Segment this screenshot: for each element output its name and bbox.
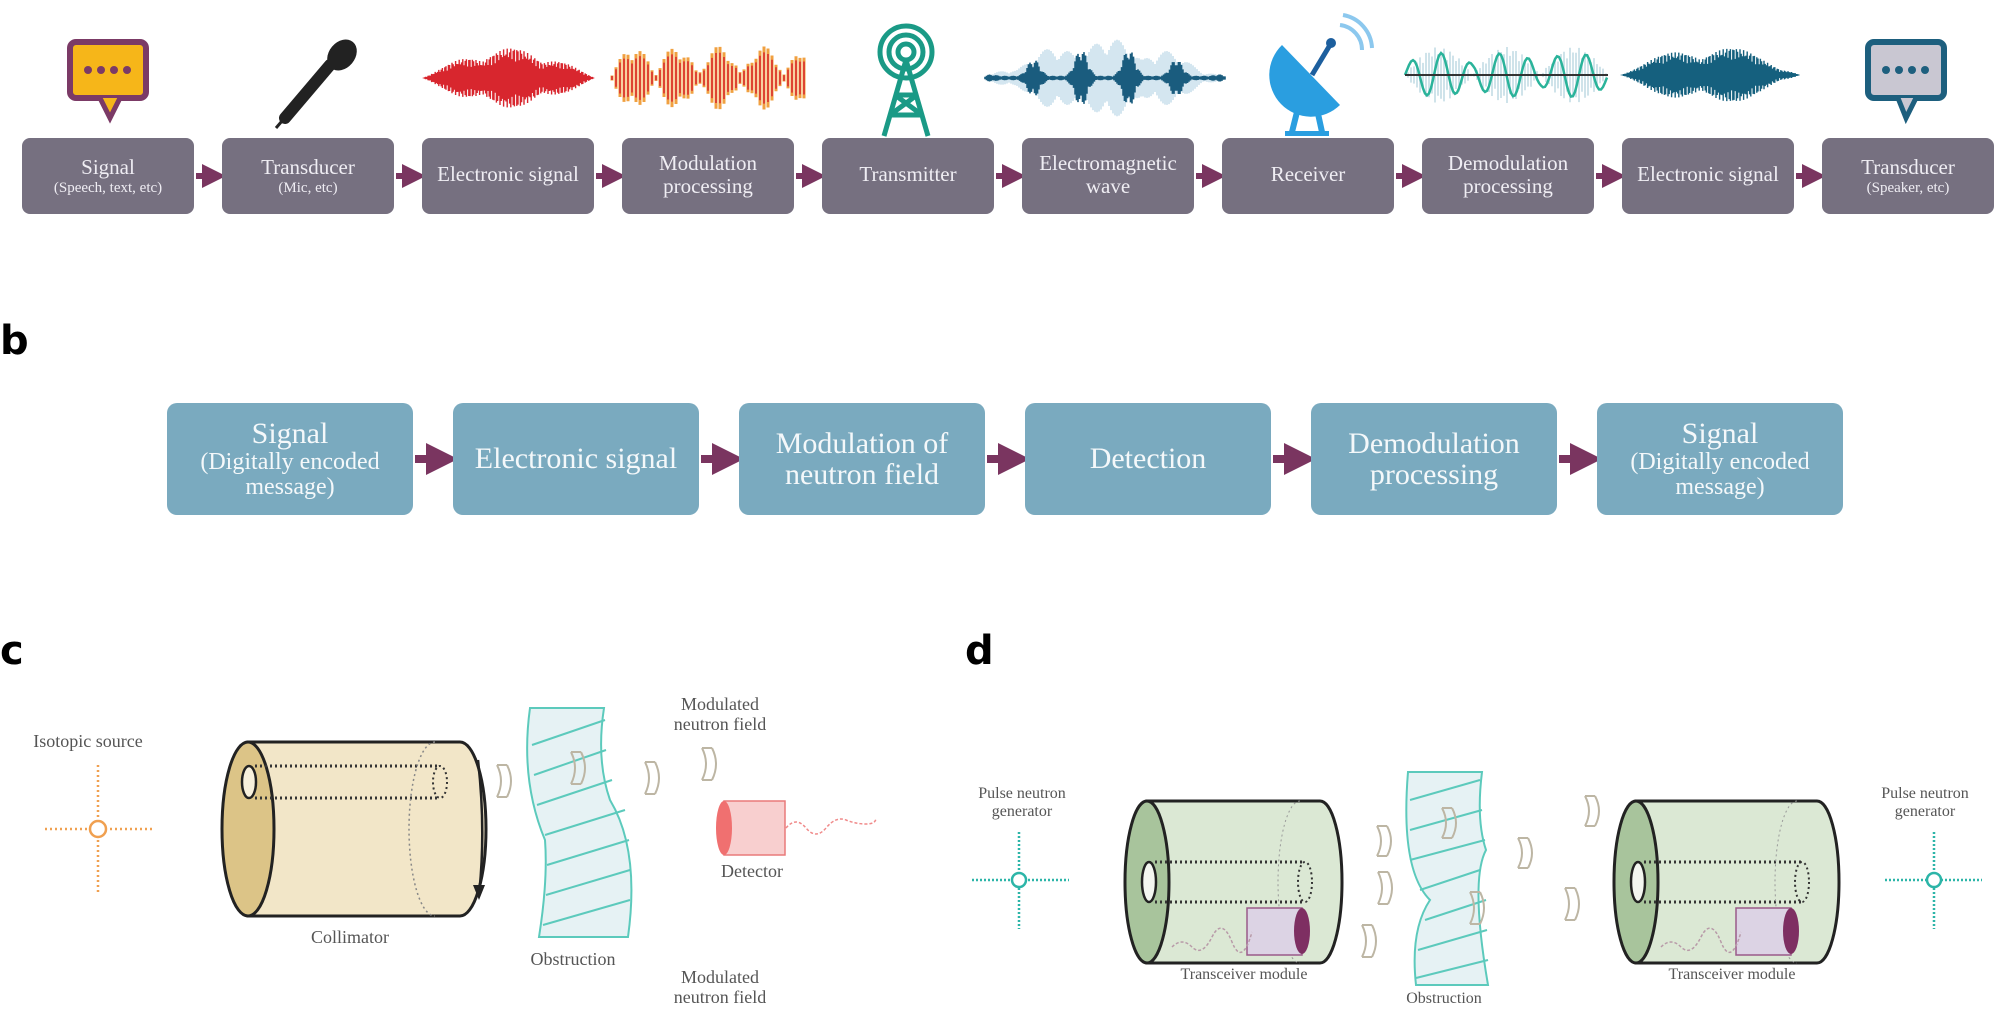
step-label: Electronic signal [1637,162,1779,187]
speech-bubble-icon [1865,39,1947,125]
neutron-pulse [1564,887,1580,921]
neutron-pulse [1376,825,1392,857]
speech-bubble-icon [67,39,149,124]
flow-step-box: Electronic signal [453,403,699,515]
electromagnetic-wave-icon [984,39,1226,117]
demodulated-waveform-icon [1403,47,1609,103]
transceiver-module-label-left: Transceiver module [1180,966,1308,983]
neutron-pulse [1441,807,1457,839]
waveform-trace [1620,48,1800,102]
flow-step-box: Receiver [1222,138,1394,214]
step-sublabel: (Digitally encoded message) [1630,448,1810,500]
flow-step-box: Signal(Digitally encoded message) [1597,403,1843,515]
transceiver-module-label-right: Transceiver module [1668,966,1796,983]
audio-waveform-icon [422,48,596,108]
neutron-pulse [1517,837,1533,869]
step-label: Signal [251,417,329,451]
satellite-dish-icon [1269,13,1374,136]
flow-step-box: Electronic signal [1622,138,1794,214]
step-label: Electromagnetic wave [1039,151,1177,198]
waveform-trace [422,48,596,108]
radio-tower-icon [877,23,935,137]
step-label: Electronic signal [437,162,579,187]
waveform-trace [611,52,805,104]
isotopic-source-icon [45,765,153,893]
step-label: Transmitter [859,162,957,187]
step-sublabel: (Speaker, etc) [1866,179,1950,196]
neutron-pulse [644,761,660,795]
pulse-generator-label-left: Pulse neutron generator [978,785,1066,820]
neutron-pulse [570,751,586,785]
waveform-trace [984,52,1226,104]
step-label: Modulation processing [659,151,757,198]
neutron-pulse [1584,795,1600,827]
modulated-field-label-bottom: Modulated neutron field [673,967,767,1007]
transceiver-module-icon [1612,799,1841,965]
step-sublabel: (Digitally encoded message) [200,448,380,500]
obstruction-icon [1405,771,1490,986]
detector-label: Detector [721,861,783,881]
flow-step-box: Electronic signal [422,138,594,214]
flow-step-box: Signal(Speech, text, etc) [22,138,194,214]
obstruction-icon [526,707,633,938]
pulse-neutron-generator-icon [972,832,1069,929]
flow-step-box: Modulation processing [622,138,794,214]
collimator-icon [220,740,488,918]
flow-step-box: Transmitter [822,138,994,214]
step-label: Receiver [1270,162,1346,187]
neutron-pulse [701,747,717,781]
neutron-pulses [1361,795,1600,958]
step-label: Modulation of neutron field [775,426,949,491]
panel-label-d: d [965,628,994,674]
modulated-waveform-icon [610,46,806,110]
neutron-pulse [1377,871,1393,905]
flow-step-box: Modulation of neutron field [739,403,985,515]
step-sublabel: (Mic, etc) [278,179,338,196]
step-label: Detection [1089,442,1207,476]
step-label: Demodulation processing [1447,151,1569,198]
step-sublabel: (Speech, text, etc) [53,179,163,196]
pulse-generator-label-right: Pulse neutron generator [1881,785,1969,820]
flow-step-box: Transducer(Speaker, etc) [1822,138,1994,214]
modulated-field-label-top: Modulated neutron field [673,694,767,734]
obstruction-label-d: Obstruction [1406,990,1482,1007]
step-label: Signal [1681,417,1759,451]
step-label: Signal [81,154,135,179]
flow-step-box: Demodulation processing [1311,403,1557,515]
step-label: Demodulation processing [1348,426,1520,491]
step-label: Electronic signal [474,442,678,476]
step-label: Transducer [261,154,355,179]
neutron-pulse [1469,891,1485,925]
carrier-wave-trace [1403,51,1609,99]
obstruction-label: Obstruction [530,949,616,969]
neutron-pulse [1361,924,1377,958]
flow-step-box: Signal(Digitally encoded message) [167,403,413,515]
neutron-pulse [496,764,512,798]
transceiver-module-icon [1123,799,1344,965]
flow-step-box: Demodulation processing [1422,138,1594,214]
neutron-pulses [496,747,717,798]
rotation-arrow-icon [473,759,485,900]
step-label: Transducer [1861,154,1955,179]
collimator-label: Collimator [311,927,389,947]
audio-waveform-icon [1620,48,1800,102]
flow-step-box: Transducer(Mic, etc) [222,138,394,214]
panel-label-b: b [0,318,29,364]
microphone-icon [274,39,357,129]
pulse-neutron-generator-icon [1885,832,1982,929]
detector-icon [716,800,877,856]
panel-label-c: c [0,628,24,674]
isotopic-source-label: Isotopic source [33,731,143,751]
flow-step-box: Electromagnetic wave [1022,138,1194,214]
flow-step-box: Detection [1025,403,1271,515]
